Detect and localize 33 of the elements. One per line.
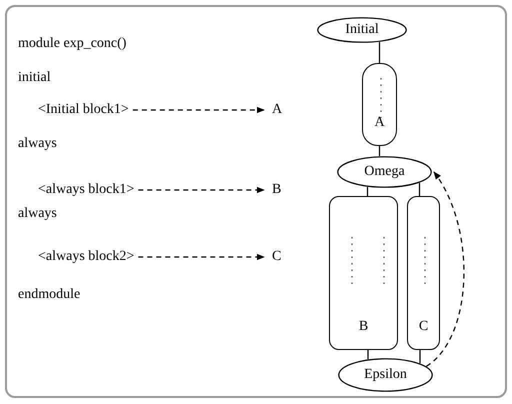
state-ellipse: [337, 156, 432, 188]
dashed-arrow: [132, 106, 265, 114]
connector-line: [378, 146, 380, 156]
code-line: B: [272, 182, 282, 198]
code-line: <always block2>: [38, 249, 134, 265]
state-label: Epsilon: [364, 367, 407, 383]
dashed-arrow: [138, 186, 265, 194]
dashed-arrow: [426, 171, 464, 367]
state-label: Omega: [364, 164, 405, 180]
code-line: <Initial block1>: [38, 102, 129, 118]
block-box: [329, 196, 398, 350]
state-label: B: [358, 319, 368, 335]
connector-line: [366, 186, 368, 196]
code-line: always: [18, 206, 57, 222]
code-line: <always block1>: [38, 182, 134, 198]
connector-line: [367, 350, 369, 360]
code-line: module exp_conc(): [18, 36, 126, 52]
state-ellipse: [338, 358, 433, 392]
block-box: [362, 63, 397, 146]
code-line: C: [272, 249, 282, 265]
code-line: endmodule: [18, 287, 80, 303]
connector-line: [378, 42, 380, 63]
state-label: A: [374, 115, 385, 131]
code-line: always: [18, 136, 57, 152]
code-line: A: [272, 102, 282, 118]
state-label: C: [418, 319, 428, 335]
block-box: [407, 196, 440, 350]
state-label: Initial: [345, 22, 379, 38]
state-ellipse: [317, 17, 407, 43]
connector-line: [418, 182, 420, 196]
connector-line: [419, 350, 421, 364]
code-line: initial: [18, 70, 51, 86]
dashed-arrow: [138, 254, 265, 260]
